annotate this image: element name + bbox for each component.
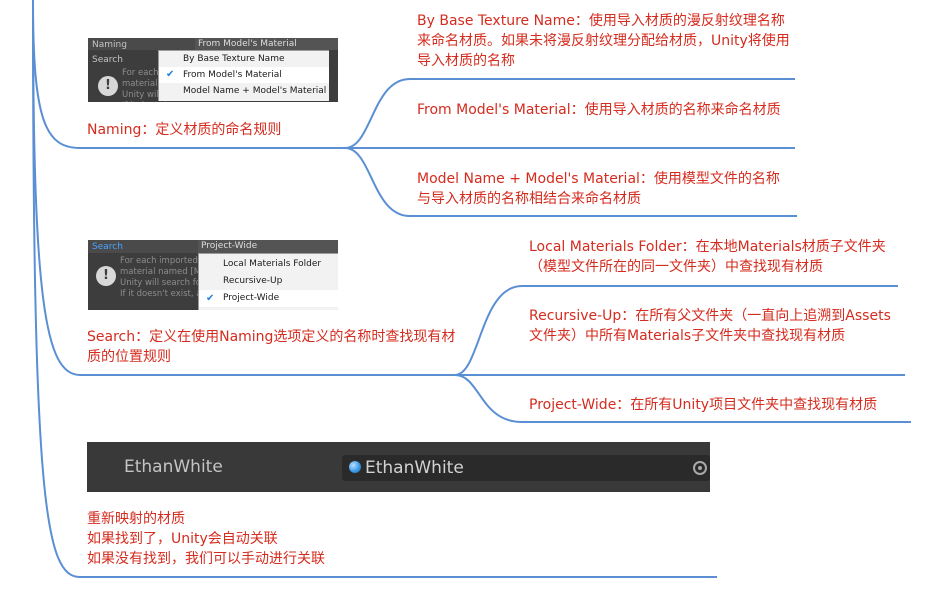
remap-text: 重新映射的材质 如果找到了，Unity会自动关联 如果没有找到，我们可以手动进行… (87, 509, 325, 569)
field-label: EthanWhite (124, 457, 223, 477)
object-field-value: EthanWhite (365, 458, 464, 478)
search-blurb: For each imported m material named [Mat … (120, 256, 210, 299)
search-option-project-wide[interactable]: ✔ Project-Wide (199, 290, 338, 307)
remapped-material-field: EthanWhite EthanWhite (87, 442, 710, 492)
naming-branch-3 (344, 147, 411, 217)
trunk-to-naming (32, 0, 81, 149)
naming-branch-1 (344, 78, 411, 149)
search-child-project-wide: Project-Wide：在所有Unity项目文件夹中查找现有材质 (529, 397, 878, 413)
checkmark-icon: ✔ (166, 69, 175, 80)
naming-option-by-base-texture[interactable]: By Base Texture Name (183, 54, 285, 64)
naming-dropdown-value[interactable]: From Model's Material (195, 38, 338, 50)
naming-settings-screenshot: Naming From Model's Material Search ! Fo… (88, 38, 338, 102)
search-option-recursive-up[interactable]: Recursive-Up (223, 276, 283, 286)
checkmark-icon: ✔ (206, 293, 215, 304)
material-sphere-icon (349, 461, 361, 473)
search-label-blue: Search (92, 242, 123, 252)
search-settings-screenshot: Search Project-Wide ! For each imported … (88, 240, 338, 310)
search-dropdown-value[interactable]: Project-Wide (198, 240, 338, 253)
remap-line-2: 如果找到了，Unity会自动关联 (87, 531, 278, 547)
search-option-local-materials-folder[interactable]: Local Materials Folder (223, 259, 322, 269)
remap-line-3: 如果没有找到，我们可以手动进行关联 (87, 551, 325, 567)
search-child-local-materials-folder: Local Materials Folder：在本地Materials材质子文件… (529, 239, 886, 275)
warning-icon: ! (96, 266, 116, 286)
search-label: Search (92, 55, 123, 65)
naming-child-model-name-plus-material: Model Name + Model's Material：使用模型文件的名称与… (417, 171, 780, 207)
search-dropdown-menu: Local Materials Folder Recursive-Up ✔ Pr… (198, 253, 338, 310)
naming-child-from-model-material: From Model's Material：使用导入材质的名称来命名材质 (417, 102, 781, 118)
naming-dropdown-menu: By Base Texture Name ✔ From Model's Mate… (158, 50, 329, 101)
naming-option-model-name-plus-material[interactable]: Model Name + Model's Material (183, 86, 327, 96)
naming-label: Naming (92, 40, 127, 50)
trunk-to-search (32, 0, 81, 376)
search-branch-3 (454, 374, 523, 423)
trunk-to-remap (32, 0, 81, 578)
object-picker-icon[interactable] (693, 461, 707, 475)
naming-title: Naming：定义材质的命名规则 (87, 122, 282, 138)
warning-icon: ! (98, 76, 118, 96)
naming-child-by-base-texture: By Base Texture Name：使用导入材质的漫反射纹理名称来命名材质… (417, 13, 790, 69)
search-title: Search：定义在使用Naming选项定义的名称时查找现有材质的位置规则 (87, 329, 456, 365)
naming-option-from-model-material[interactable]: ✔ From Model's Material (159, 67, 329, 83)
remap-line-1: 重新映射的材质 (87, 511, 185, 527)
search-branch-1 (454, 285, 523, 376)
object-field[interactable]: EthanWhite (342, 455, 710, 481)
search-child-recursive-up: Recursive-Up：在所有父文件夹（一直向上追溯到Assets文件夹）中所… (529, 308, 891, 344)
